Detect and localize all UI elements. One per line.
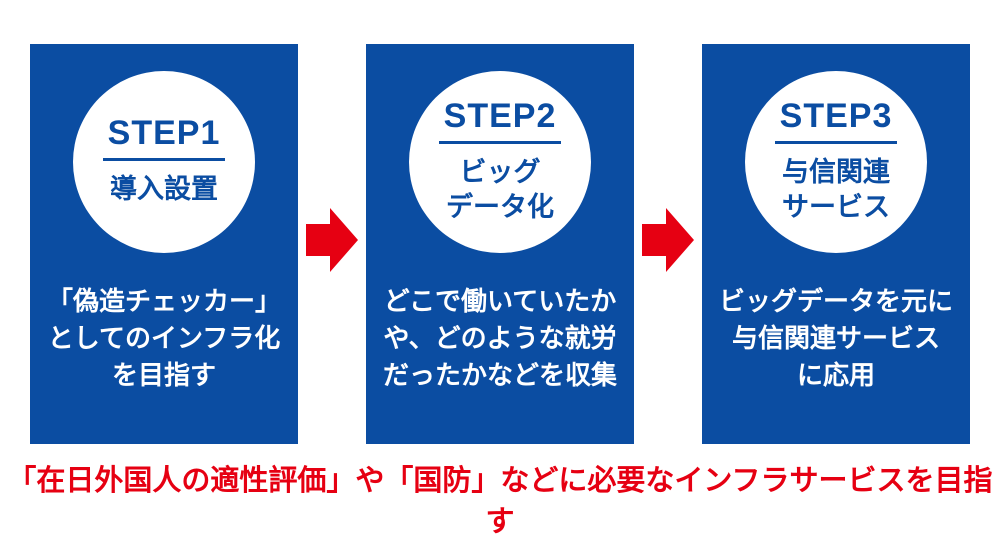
step-label-3: STEP3 — [774, 99, 898, 144]
step-circle-3: STEP3 与信関連 サービス — [745, 71, 927, 253]
right-arrow-tail — [642, 224, 668, 256]
footer-goal-text: 「在日外国人の適性評価」や「国防」などに必要なインフラサービスを目指す — [7, 465, 993, 538]
step-box-3: STEP3 与信関連 サービス ビッグデータを元に 与信関連サービス に応用 — [702, 44, 970, 444]
step-circle-1: STEP1 導入設置 — [73, 71, 255, 253]
step-description-2: どこで働いていたか や、どのような就労 だったかなどを収集 — [382, 286, 617, 390]
step-label-1: STEP1 — [102, 116, 226, 162]
step-description-3: ビッグデータを元に 与信関連サービス に応用 — [718, 286, 953, 390]
step-label-2: STEP2 — [438, 99, 562, 144]
step-title-1: 導入設置 — [110, 174, 218, 205]
step-title-2: ビッグ データ化 — [446, 156, 554, 222]
right-arrow-head — [330, 208, 358, 272]
step-circle-2: STEP2 ビッグ データ化 — [409, 71, 591, 253]
steps-row: STEP1 導入設置 「偽造チェッカー」 としてのインフラ化 を目指す STEP… — [30, 44, 970, 444]
right-arrow-icon — [306, 208, 358, 272]
right-arrow-icon — [642, 208, 694, 272]
step-box-1: STEP1 導入設置 「偽造チェッカー」 としてのインフラ化 を目指す — [30, 44, 298, 444]
right-arrow-tail — [306, 224, 332, 256]
step-box-2: STEP2 ビッグ データ化 どこで働いていたか や、どのような就労 だったかな… — [366, 44, 634, 444]
right-arrow-head — [666, 208, 694, 272]
step-description-1: 「偽造チェッカー」 としてのインフラ化 を目指す — [46, 286, 281, 390]
step-title-3: 与信関連 サービス — [782, 156, 890, 222]
